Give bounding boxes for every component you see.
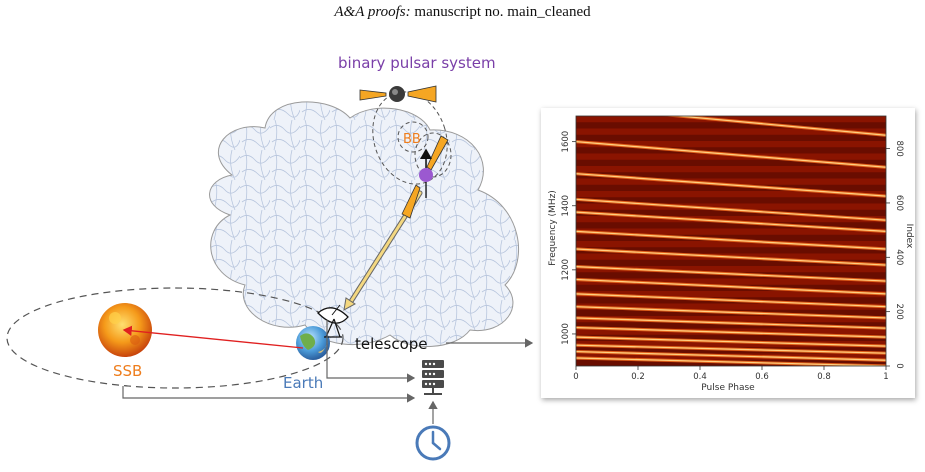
x-tick-label: 0.8	[817, 372, 831, 382]
pulsar-orbit	[414, 132, 452, 178]
pulse-track	[576, 230, 886, 250]
heatmap-band	[576, 334, 886, 341]
heatmap-band	[576, 147, 886, 154]
heatmap-band	[576, 134, 886, 141]
y2-tick-label: 200	[894, 304, 904, 320]
ssb-vector-arrow	[122, 325, 304, 349]
x-tick-label: 0.4	[693, 372, 707, 382]
pulse-track	[672, 116, 886, 136]
pulse-track	[576, 173, 886, 197]
pulse-track	[576, 357, 886, 366]
y-axis-label: Frequency (MHz)	[548, 190, 558, 266]
heatmap-band	[576, 209, 886, 216]
y2-axis-label: Index	[904, 224, 914, 249]
x-tick-label: 1	[883, 372, 888, 382]
heatmap-band	[576, 234, 886, 241]
heatmap-band	[576, 172, 886, 179]
telescope-label: telescope	[355, 335, 428, 353]
y-tick-label: 1000	[561, 323, 571, 345]
pulse-track	[576, 293, 886, 308]
pulse-tracks	[576, 116, 886, 366]
heatmap-band	[576, 122, 886, 129]
pulse-signal-arrowhead	[343, 297, 356, 311]
ssb-to-server-arrow	[122, 386, 416, 403]
heatmap-band	[576, 259, 886, 266]
binary-system-label: binary pulsar system	[338, 54, 496, 72]
heatmap-band	[576, 322, 886, 329]
heatmap-band	[576, 178, 886, 185]
plot-frame	[575, 115, 887, 367]
y2-tick-label: 800	[894, 140, 904, 156]
pulse-track	[576, 141, 886, 168]
pulse-track	[576, 306, 886, 319]
companion-star-icon	[359, 85, 437, 103]
page-header: A&A proofs: manuscript no. main_cleaned	[0, 4, 925, 21]
heatmap-band	[576, 216, 886, 223]
pulse-track	[576, 344, 886, 354]
heatmap-band	[576, 128, 886, 135]
pulse-track	[576, 336, 886, 347]
server-icon	[422, 360, 444, 395]
heatmap-band	[576, 191, 886, 198]
earth-orbit	[6, 287, 344, 389]
pulse-track	[576, 317, 886, 329]
pulse-track	[576, 266, 886, 282]
heatmap-band	[576, 247, 886, 254]
y2-tick-label: 0	[894, 363, 904, 368]
y-tick-label: 1200	[561, 259, 571, 281]
x-tick-label: 0.6	[755, 372, 769, 382]
y-tick-label: 1600	[561, 131, 571, 153]
pulsar-icon	[401, 135, 449, 219]
x-tick-label: 0.2	[631, 372, 645, 382]
heatmap-band	[576, 203, 886, 210]
heatmap-band	[576, 197, 886, 204]
x-tick-label: 0	[573, 372, 578, 382]
earth-icon	[296, 326, 330, 360]
pulse-track	[576, 198, 886, 221]
frequency-phase-heatmap: 0 0.2 0.4 0.6 0.8 1 1000 1200 1400 1600 0 200 400 600…	[548, 115, 914, 393]
heatmap-band	[576, 141, 886, 148]
y2-tick-label: 600	[894, 195, 904, 211]
heatmap-band	[576, 116, 886, 123]
heatmap-band	[576, 153, 886, 160]
heatmap-band	[576, 291, 886, 298]
plot-axes: 0 0.2 0.4 0.6 0.8 1 1000 1200 1400 1600 0 200 400 600…	[561, 115, 904, 382]
telescope-icon	[317, 304, 349, 338]
pulsar-timing-diagram: SSB Earth telescope binary pulsar system…	[6, 54, 534, 461]
heatmap-band	[576, 278, 886, 285]
heatmap-band	[576, 316, 886, 323]
heatmap-band	[576, 184, 886, 191]
earth-label: Earth	[283, 374, 323, 392]
bb-label: BB	[403, 132, 421, 147]
interstellar-cloud	[209, 101, 519, 347]
heatmap-band	[576, 166, 886, 173]
ssb-label: SSB	[113, 362, 142, 380]
pulse-track	[576, 278, 886, 295]
pulse-track	[576, 248, 886, 266]
clock-icon	[415, 425, 451, 461]
heatmap-band	[576, 303, 886, 310]
y-tick-label: 1400	[561, 195, 571, 217]
heatmap-band	[576, 341, 886, 348]
barycenter-circle	[397, 121, 429, 153]
frequency-phase-plot: 0 0.2 0.4 0.6 0.8 1 1000 1200 1400 1600 0 200 400 600…	[541, 108, 915, 398]
heatmap-band	[576, 159, 886, 166]
pulse-track	[576, 326, 886, 338]
heatmap-band	[576, 222, 886, 229]
pulse-track	[576, 211, 886, 232]
y2-tick-label: 400	[894, 249, 904, 265]
heatmap-band	[576, 266, 886, 273]
journal-name: A&A proofs:	[334, 4, 411, 20]
pulse-track	[576, 350, 886, 361]
heatmap-band	[576, 241, 886, 248]
x-axis-label: Pulse Phase	[701, 383, 755, 393]
telescope-to-server-arrow	[326, 320, 416, 383]
manuscript-id: manuscript no. main_cleaned	[414, 4, 591, 20]
heatmap-band	[576, 228, 886, 235]
